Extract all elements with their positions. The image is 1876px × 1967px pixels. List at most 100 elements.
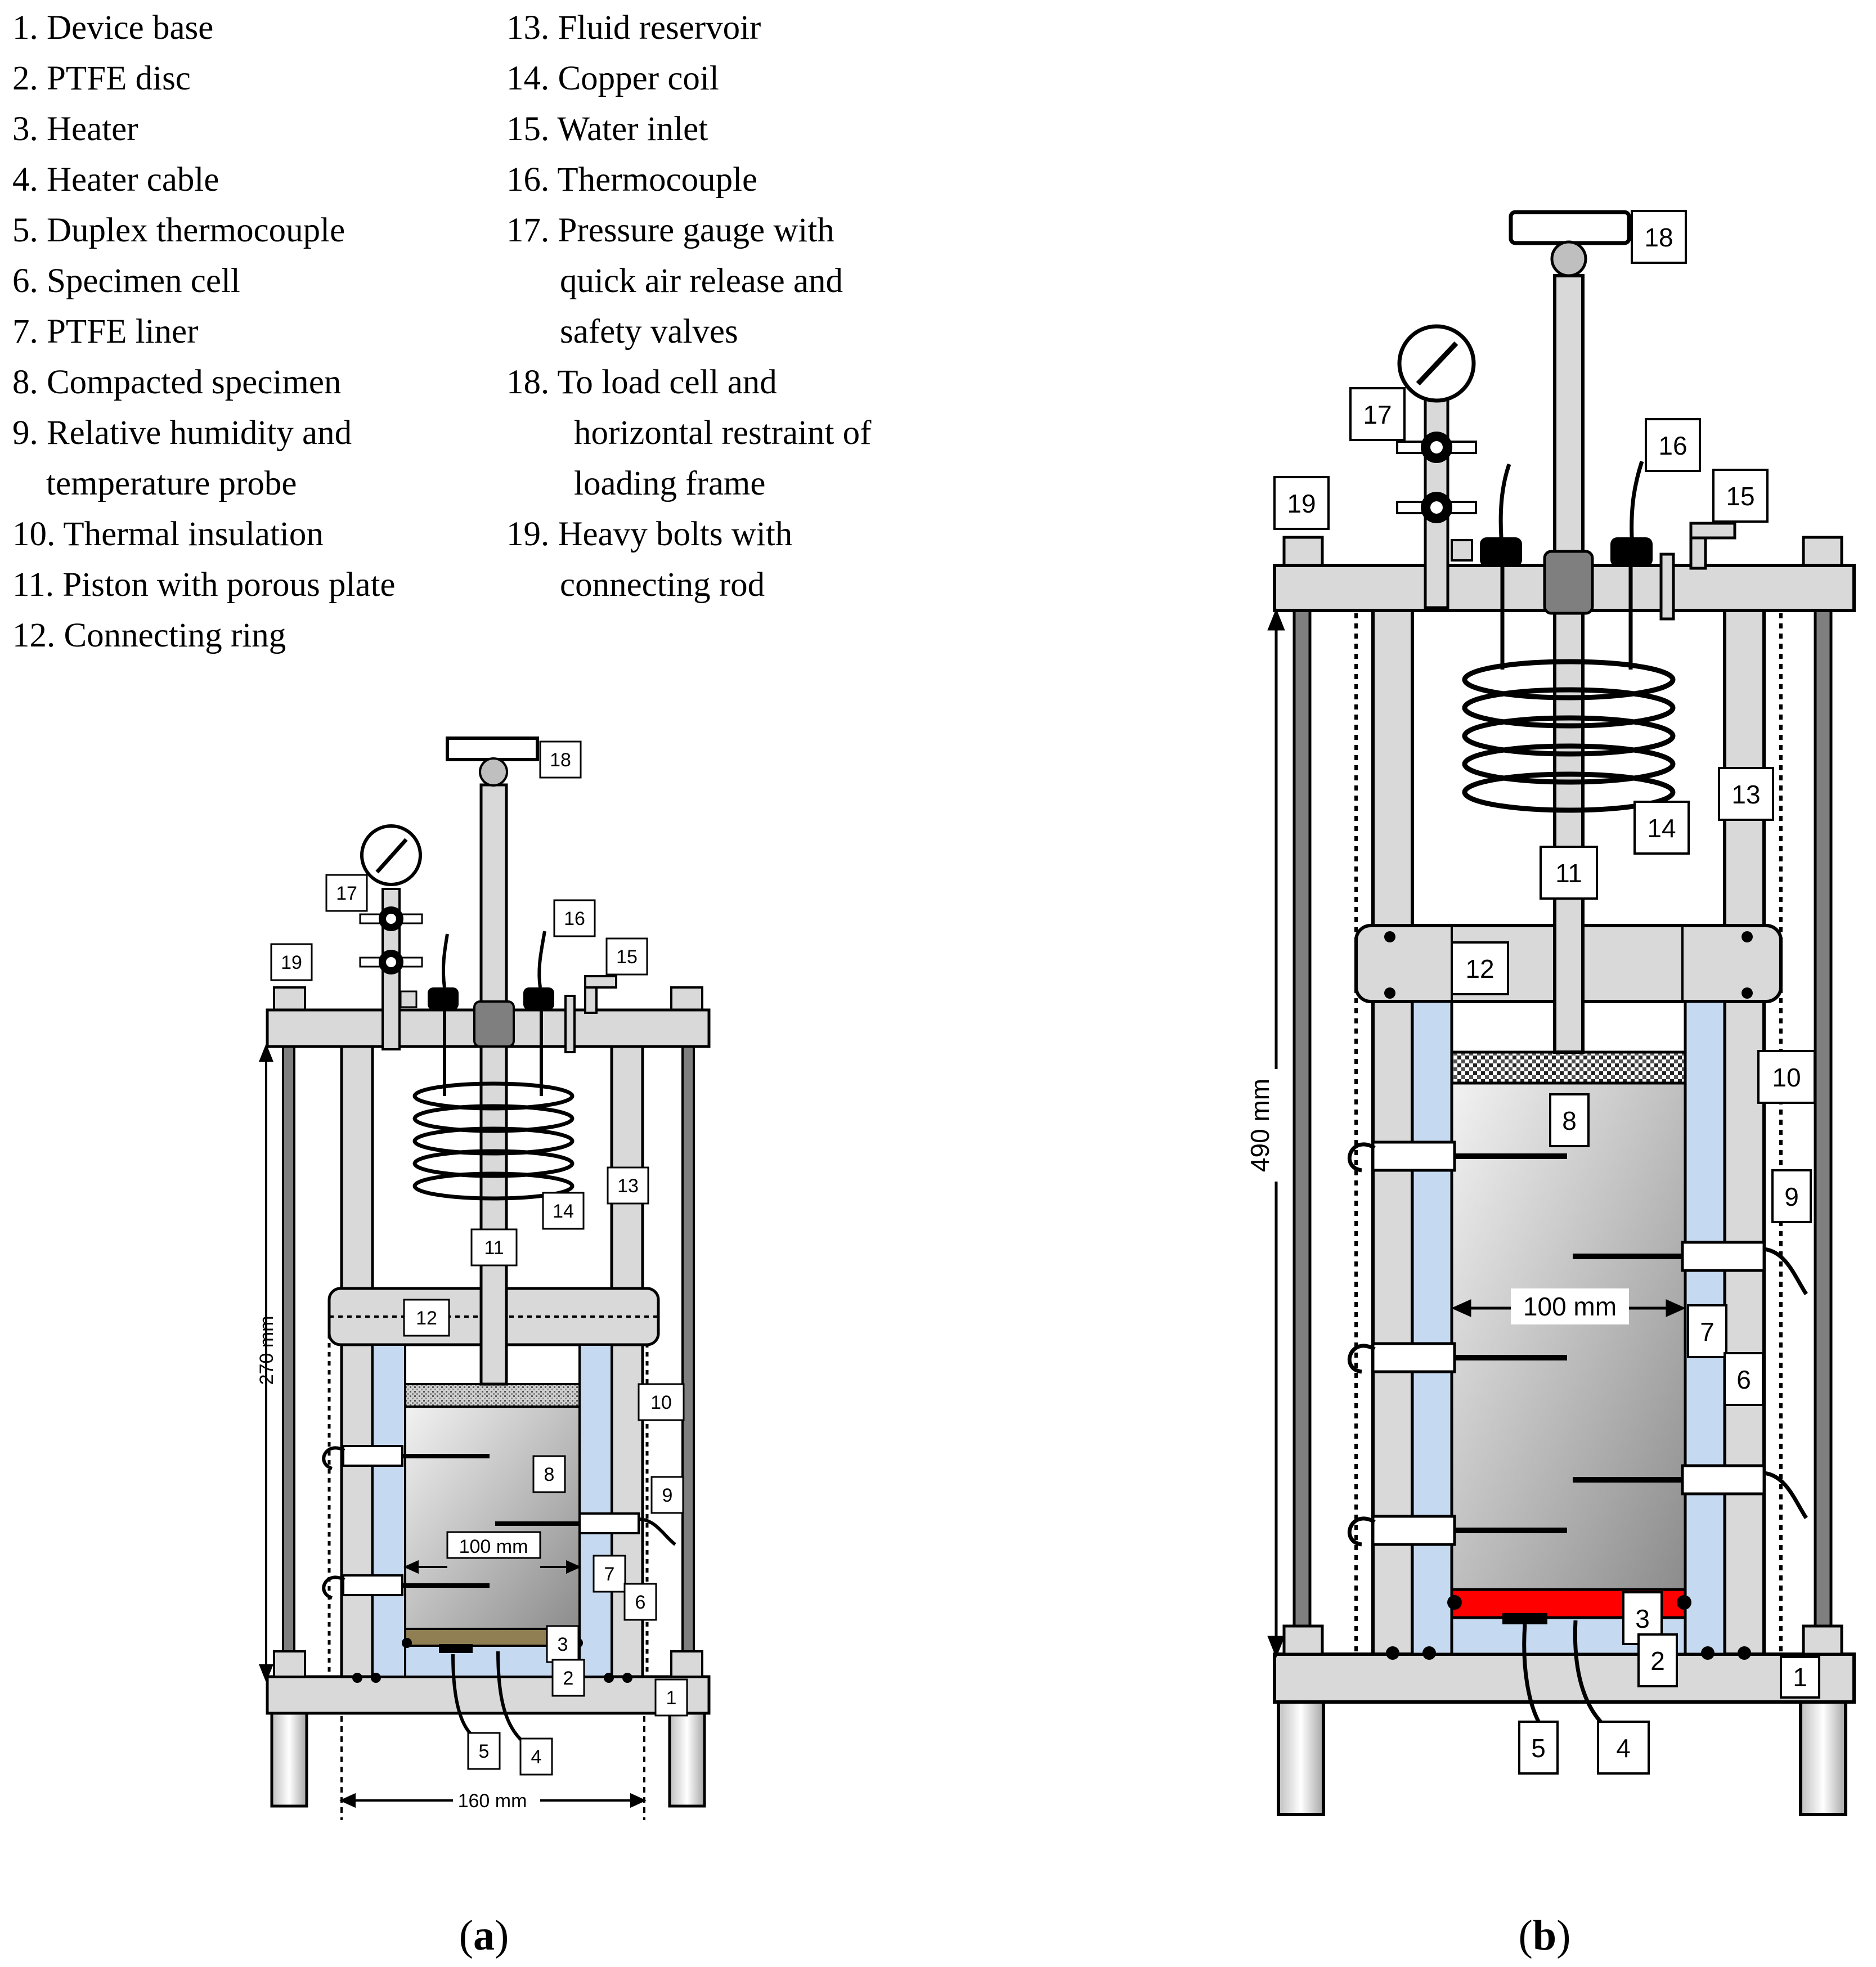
legend-right-item: quick air release and [560,262,843,300]
legend-left-item: 3. Heater [12,110,138,148]
b-label-12: 12 [1451,941,1509,995]
svg-text:15: 15 [1726,482,1754,511]
a-wire-right [537,931,546,988]
b-label-15: 15 [1712,469,1769,523]
b-fitting-right [1610,537,1653,567]
b-bolt-rod-right [1814,609,1833,1633]
b-label-11: 11 [1540,846,1598,900]
b-thermocouple [1659,553,1675,621]
a-thermocouple [564,995,576,1053]
b-label-13: 13 [1718,767,1774,821]
svg-text:11: 11 [1555,859,1582,888]
caption-b: (b) [1519,1912,1571,1959]
b-ring-dot-br [1742,987,1753,999]
a-wire-left [441,933,449,988]
svg-text:15: 15 [616,946,638,968]
a-load-handle [446,736,539,761]
legend-right-item: safety valves [560,313,738,351]
svg-text:4: 4 [1616,1734,1631,1763]
b-porous-plate [1450,1050,1687,1085]
caption-a: (a) [459,1912,509,1959]
b-load-handle [1509,210,1631,245]
a-label-18: 18 [539,740,582,779]
b-label-8: 8 [1549,1093,1590,1147]
a-water-inlet-elbow [584,975,617,989]
svg-text:8: 8 [544,1464,555,1485]
a-liner-right [578,1344,613,1678]
b-label-7: 7 [1687,1304,1727,1358]
a-bolt-rod-left [282,1045,295,1658]
b-dim-inner-label: 100 mm [1523,1292,1617,1321]
b-label-5: 5 [1518,1721,1559,1775]
svg-text:13: 13 [1731,780,1760,809]
a-base-dots [352,1638,632,1683]
a-label-19: 19 [270,943,313,981]
legend-left-item: 11. Piston with porous plate [12,566,396,604]
legend-right-item: 18. To load cell and [506,363,777,401]
a-gauge-needle [375,838,408,874]
b-water-inlet-elbow [1689,522,1736,540]
b-liner-left [1411,1000,1453,1656]
svg-text:7: 7 [604,1564,615,1585]
b-cell-wall-right [1723,1000,1766,1656]
a-thermocouple-head [439,1644,473,1653]
a-label-7: 7 [593,1555,626,1593]
diagram-b: 490 mm 100 mm 18 17 16 15 19 13 14 11 12… [1245,210,1856,1959]
svg-text:10: 10 [650,1392,672,1413]
svg-text:9: 9 [662,1485,673,1506]
legend-left-item: 5. Duplex thermocouple [12,212,345,249]
a-compacted-specimen [404,1405,581,1630]
legend-right-item: 16. Thermocouple [506,161,758,199]
svg-text:12: 12 [416,1308,437,1329]
a-release-valve [400,990,418,1008]
svg-text:1: 1 [1793,1663,1807,1692]
a-dim-inner-label: 100 mm [459,1536,528,1557]
b-leg-left [1277,1700,1325,1816]
legend-right-item: 17. Pressure gauge with [506,212,834,249]
b-number-labels: 18 17 16 15 19 13 14 11 12 10 8 9 7 6 3 … [1273,210,1820,1775]
b-leg-right [1799,1700,1847,1816]
a-bolt-rod-right [681,1045,695,1658]
svg-text:2: 2 [563,1668,574,1689]
b-label-2: 2 [1637,1633,1678,1687]
a-fitting-left [428,987,459,1010]
a-label-5: 5 [467,1732,501,1770]
b-bolt-nut-tr [1802,536,1843,567]
a-label-12: 12 [403,1299,450,1337]
svg-text:5: 5 [479,1741,490,1762]
svg-text:11: 11 [484,1237,504,1259]
a-label-16: 16 [553,899,596,937]
svg-text:6: 6 [1736,1365,1751,1394]
a-label-8: 8 [532,1455,566,1493]
b-load-ball [1550,240,1587,277]
a-label-9: 9 [650,1476,684,1514]
svg-text:12: 12 [1465,954,1494,983]
a-copper-coil [412,1081,575,1201]
svg-text:10: 10 [1772,1063,1801,1092]
svg-text:(a): (a) [459,1912,509,1959]
a-label-2: 2 [551,1659,585,1697]
b-ring-dot-tl [1384,931,1395,942]
a-dim-height-label: 270 mm [256,1316,277,1385]
a-label-15: 15 [605,937,648,976]
legend-left-item: 12. Connecting ring [12,617,286,654]
legend-right-item: loading frame [574,465,766,502]
a-duplex-thermocouple-wire [451,1654,474,1737]
b-heater-cable [1573,1620,1608,1729]
svg-text:(b): (b) [1519,1912,1571,1959]
a-label-17: 17 [325,874,368,912]
legend-left-item: 4. Heater cable [12,161,219,199]
b-label-10: 10 [1757,1050,1816,1104]
a-probes [322,1445,676,1600]
svg-text:19: 19 [1287,489,1316,518]
a-heater-cable [496,1651,527,1746]
b-dim-inner-line [1451,1299,1686,1317]
a-dim-height-line [259,1043,273,1683]
b-wire-left [1498,463,1511,538]
a-load-ball [479,757,508,787]
b-dim-height-label: 490 mm [1245,1079,1274,1172]
svg-text:18: 18 [550,749,571,771]
